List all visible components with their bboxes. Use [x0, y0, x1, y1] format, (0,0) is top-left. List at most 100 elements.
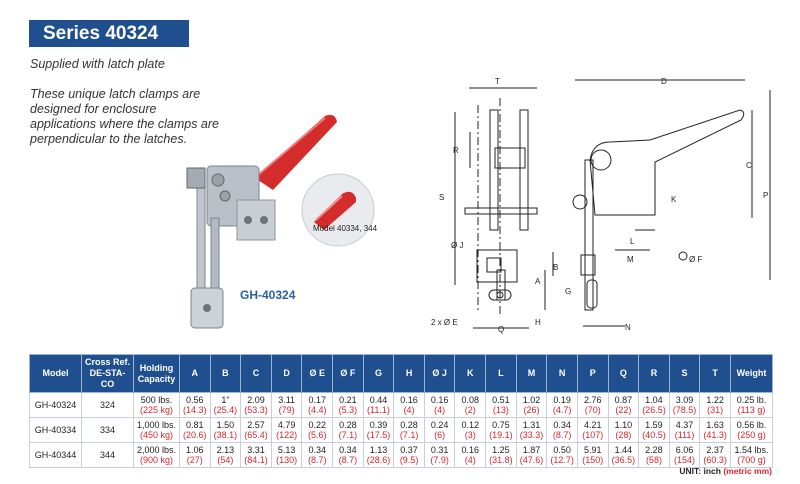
col-header: D: [270, 354, 303, 393]
value-metric: (13): [492, 405, 509, 415]
value-inch: 0.12: [461, 420, 480, 430]
spec-table: Model Cross Ref. DE-STA-CO Holding Capac…: [29, 354, 773, 468]
table-cell: 6.06(154): [668, 442, 701, 468]
unit-prefix: UNIT: inch: [679, 466, 721, 476]
value-metric: (78.5): [672, 405, 697, 415]
value-inch: 0.17: [308, 395, 326, 405]
value-inch: 1.25: [492, 445, 510, 455]
value-metric: (65.4): [244, 430, 268, 440]
dim-label-r: R: [453, 146, 459, 155]
table-cell: 3.09(78.5): [668, 392, 701, 418]
value-metric: (7.1): [399, 430, 419, 440]
value-inch: 2.37: [706, 445, 724, 455]
value-metric: (47.6): [519, 455, 544, 465]
value-metric: (53.3): [244, 405, 268, 415]
value-metric: (4): [464, 455, 476, 465]
dim-label-l: L: [630, 237, 635, 246]
dim-label-s: S: [439, 193, 444, 202]
value-metric: (84.1): [244, 455, 268, 465]
value-inch: 0.87: [614, 395, 633, 405]
value-inch: 1.59: [645, 420, 663, 430]
value-inch: 5.13: [277, 445, 296, 455]
dim-label-m: M: [627, 255, 634, 264]
col-header: Weight: [730, 354, 773, 393]
value-inch: 4.37: [675, 420, 694, 430]
table-cell: 4.79(122): [270, 417, 303, 443]
col-header: K: [454, 354, 487, 393]
table-cell: 0.17(4.4): [301, 392, 334, 418]
value-metric: (38.1): [213, 430, 238, 440]
value-metric: (250 g): [737, 430, 766, 440]
table-cell: 0.34(8.7): [546, 417, 578, 443]
table-cell: 0.75(19.1): [485, 417, 517, 443]
table-cell: 0.50(12.7): [546, 442, 578, 468]
dim-label-f: Ø F: [689, 255, 702, 264]
value-inch: 0.16: [430, 395, 449, 405]
value-inch: 1.02: [522, 395, 541, 405]
value-metric: (154): [674, 455, 696, 465]
series-title-badge: Series 40324: [29, 20, 189, 47]
dim-label-h: H: [535, 318, 541, 327]
value-metric: (31.8): [489, 455, 513, 465]
value-metric: (28.6): [366, 455, 391, 465]
col-header: Ø F: [332, 354, 364, 393]
table-cell: 2.09(53.3): [240, 392, 272, 418]
value-metric: (700 g): [737, 455, 766, 465]
value-metric: (26.5): [642, 405, 666, 415]
table-cell: 1.02(26): [515, 392, 548, 418]
col-header: H: [393, 354, 425, 393]
value-inch: 2.09: [247, 395, 265, 405]
value-metric: (122): [276, 430, 298, 440]
dim-label-j: Ø J: [451, 241, 463, 250]
value-inch: 1.22: [706, 395, 724, 405]
value-inch: 1.13: [369, 445, 388, 455]
value-inch: 0.39: [369, 420, 388, 430]
table-cell: 0.34(8.7): [301, 442, 334, 468]
table-cell: 324: [81, 392, 134, 418]
table-cell: 1.87(47.6): [515, 442, 548, 468]
value-metric: (4.4): [307, 405, 327, 415]
dim-label-p: P: [763, 191, 768, 200]
value-inch: 5.91: [583, 445, 602, 455]
value-metric: (111): [674, 430, 695, 440]
value-inch: 3.11: [278, 395, 296, 405]
value-metric: (150): [582, 455, 604, 465]
table-cell: 1.31(33.3): [515, 417, 548, 443]
table-cell: 0.81(20.6): [179, 417, 211, 443]
value-metric: (113 g): [737, 405, 766, 415]
value-metric: (25.4): [213, 405, 238, 415]
value-metric: (22): [615, 405, 632, 415]
dim-label-a: A: [535, 277, 541, 286]
col-header: P: [576, 354, 609, 393]
value-inch: 0.22: [308, 420, 326, 430]
table-cell: 1.04(26.5): [638, 392, 670, 418]
value-inch: 0.81: [186, 420, 204, 430]
col-header: Q: [607, 354, 640, 393]
value-inch: 0.51: [492, 395, 510, 405]
table-cell: 3.31(84.1): [240, 442, 272, 468]
value-inch: 1.10: [614, 420, 633, 430]
table-cell: 0.56(14.3): [179, 392, 211, 418]
col-header: R: [638, 354, 670, 393]
table-cell: 3.11(79): [270, 392, 303, 418]
col-header: Cross Ref. DE-STA-CO: [81, 354, 134, 393]
dim-label-b: B: [553, 263, 558, 272]
table-cell: 0.44(11.1): [362, 392, 395, 418]
value-metric: (225 kg): [139, 405, 174, 415]
value-metric: (33.3): [519, 430, 544, 440]
value-inch: 6.06: [675, 445, 694, 455]
table-cell: 2.13(54): [209, 442, 242, 468]
table-cell: 344: [81, 442, 134, 468]
table-cell: 1.25(31.8): [485, 442, 517, 468]
table-cell: 0.16(4): [454, 442, 487, 468]
table-cell: 1.22(31): [699, 392, 731, 418]
value-inch: 0.56: [186, 395, 204, 405]
value-metric: (130): [276, 455, 298, 465]
description: These unique latch clamps are designed f…: [30, 87, 219, 146]
value-inch: 1.54 lbs.: [734, 445, 769, 455]
value-inch: 1": [221, 395, 230, 405]
table-cell: 1,000 lbs.(450 kg): [133, 417, 180, 443]
value-metric: (9.5): [399, 455, 419, 465]
